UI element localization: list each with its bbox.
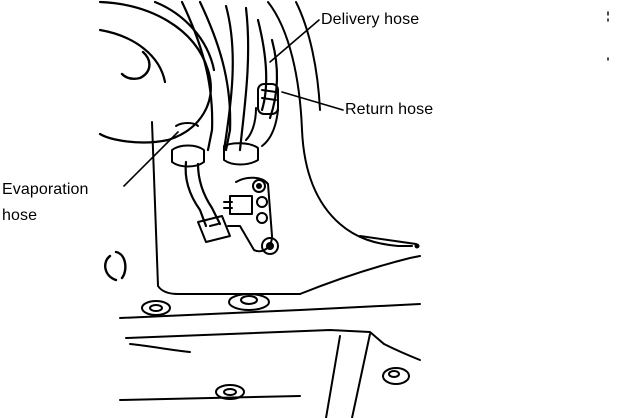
delivery-hose-clamps bbox=[171, 122, 259, 168]
hose-bundle bbox=[180, 0, 279, 152]
manifold-bracket bbox=[197, 176, 279, 255]
return-hose-fitting bbox=[245, 83, 279, 147]
label-return-hose: Return hose bbox=[345, 101, 434, 118]
side-panel bbox=[267, 1, 420, 249]
leader-return bbox=[281, 91, 344, 111]
round-housing bbox=[98, 0, 216, 144]
label-delivery-hose: Delivery hose bbox=[321, 11, 420, 28]
floor-panel bbox=[119, 121, 421, 418]
leader-evaporation bbox=[123, 131, 179, 187]
evaporation-hose bbox=[184, 160, 222, 228]
leader-lines bbox=[123, 19, 344, 187]
leader-delivery bbox=[269, 19, 320, 63]
label-evaporation-hose-line1: Evaporation bbox=[2, 181, 89, 198]
label-evaporation-hose-line2: hose bbox=[2, 207, 38, 224]
floor-bolts bbox=[104, 250, 410, 400]
